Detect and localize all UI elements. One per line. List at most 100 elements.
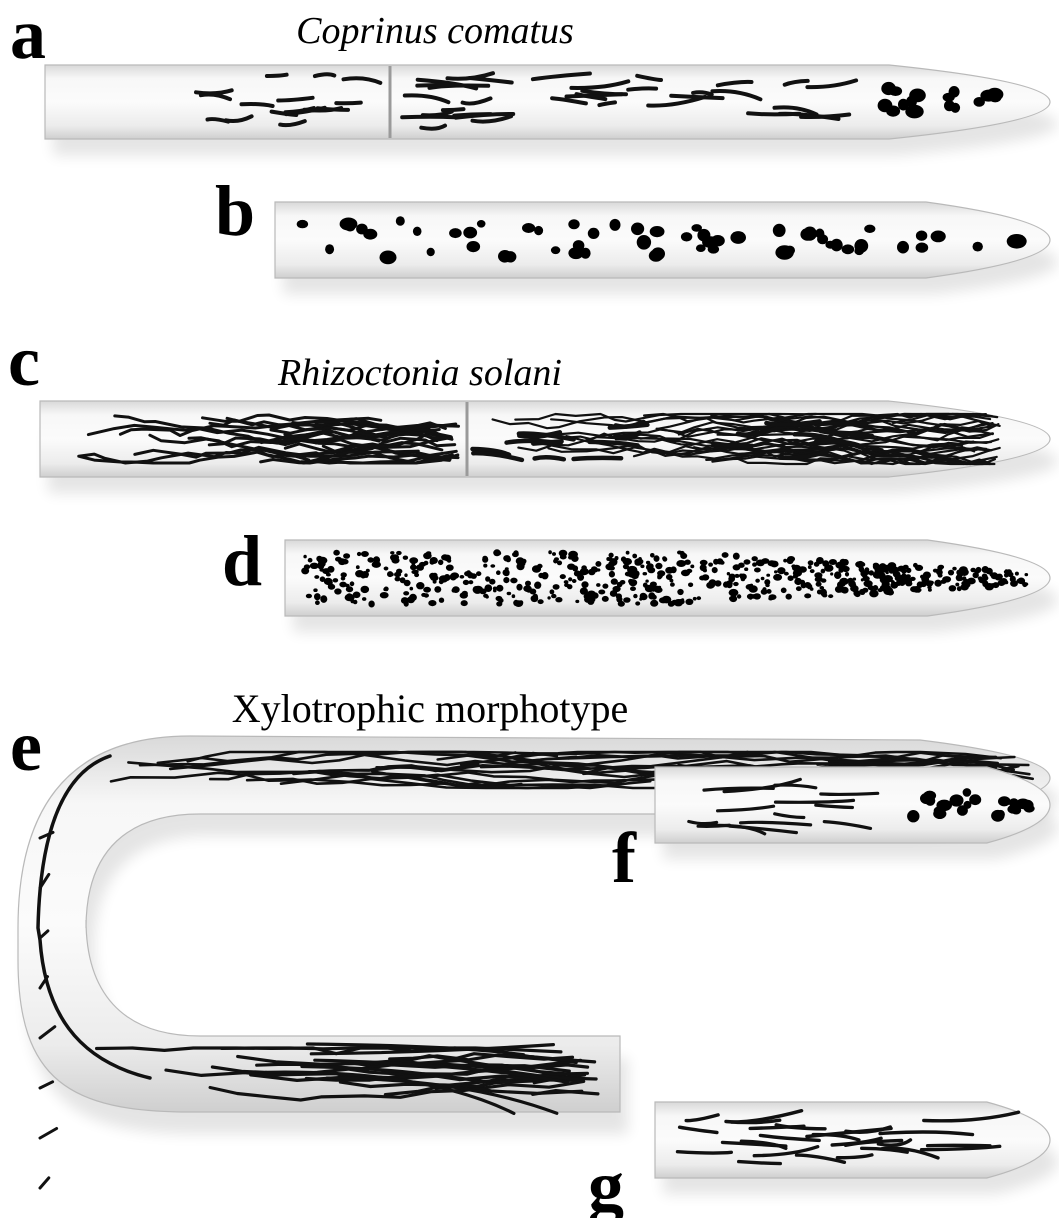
granule-d bbox=[739, 574, 743, 578]
granule-d bbox=[553, 584, 560, 590]
granule-d bbox=[1017, 579, 1022, 583]
granule-d bbox=[441, 554, 449, 560]
granule-d bbox=[303, 555, 306, 559]
granule-d bbox=[855, 592, 861, 597]
granule-f bbox=[920, 793, 934, 804]
granule-d bbox=[626, 551, 630, 555]
granule-d bbox=[506, 557, 511, 563]
granule-b bbox=[467, 241, 481, 252]
title-coprinus-comatus: Coprinus comatus bbox=[296, 10, 574, 52]
granule-d bbox=[674, 599, 683, 606]
hypha-e-branch bbox=[40, 1129, 57, 1139]
granule-d bbox=[754, 568, 761, 573]
granule-d bbox=[356, 565, 360, 569]
granule-d bbox=[1004, 570, 1009, 574]
granule-d bbox=[768, 560, 777, 566]
granule-d bbox=[473, 586, 480, 593]
granule-b bbox=[775, 245, 793, 260]
granule-d bbox=[1025, 573, 1029, 576]
granule-d bbox=[628, 571, 637, 578]
granule-d bbox=[722, 552, 729, 558]
granule-d bbox=[531, 595, 539, 602]
hypha-g bbox=[678, 1152, 732, 1153]
panel-label-a: a bbox=[10, 0, 46, 74]
granule-d bbox=[869, 590, 878, 598]
granule-b bbox=[568, 247, 583, 259]
granule-b bbox=[631, 223, 644, 236]
granule-b bbox=[588, 228, 600, 239]
granule-d bbox=[550, 589, 555, 594]
granule-d bbox=[768, 597, 773, 601]
granule-d bbox=[350, 599, 354, 603]
granule-d bbox=[452, 586, 460, 593]
granule-d bbox=[513, 550, 518, 556]
granule-b bbox=[730, 231, 746, 244]
granule-d bbox=[633, 594, 637, 598]
granule-d bbox=[428, 600, 436, 606]
granule-d bbox=[657, 570, 665, 576]
granule-d bbox=[538, 599, 544, 604]
granule-d bbox=[723, 581, 729, 587]
granule-b bbox=[916, 231, 927, 241]
granule-f bbox=[963, 788, 972, 797]
granule-d bbox=[766, 574, 770, 577]
granule-d bbox=[755, 579, 760, 583]
granule-d bbox=[815, 577, 821, 582]
granule-d bbox=[423, 587, 431, 593]
granule-d bbox=[384, 587, 389, 592]
hypha-f bbox=[776, 800, 854, 802]
granule-d bbox=[433, 580, 437, 584]
panel-label-d: d bbox=[222, 521, 262, 601]
granule-d bbox=[651, 595, 656, 600]
granule-b bbox=[477, 220, 486, 228]
tube-b bbox=[275, 202, 1058, 294]
granule-b bbox=[463, 227, 477, 239]
granule-d bbox=[334, 588, 341, 594]
granule-d bbox=[547, 596, 550, 599]
hypha-a bbox=[454, 114, 491, 116]
granule-d bbox=[749, 596, 752, 600]
granule-d bbox=[390, 555, 396, 561]
granule-d bbox=[883, 575, 893, 583]
tube-g bbox=[655, 1102, 1058, 1194]
granule-d bbox=[821, 578, 827, 582]
hypha-a bbox=[336, 103, 361, 104]
granule-d bbox=[564, 583, 569, 587]
hypha-a bbox=[671, 96, 722, 98]
granule-b bbox=[897, 241, 909, 254]
granule-d bbox=[335, 557, 342, 562]
granule-d bbox=[333, 550, 340, 556]
granule-d bbox=[602, 584, 608, 589]
granule-b bbox=[681, 232, 692, 241]
hypha-a bbox=[693, 92, 712, 94]
granule-d bbox=[306, 594, 312, 599]
granule-a bbox=[986, 88, 1003, 101]
granule-b bbox=[534, 226, 543, 235]
granule-d bbox=[629, 579, 637, 586]
granule-b bbox=[413, 227, 422, 236]
granule-d bbox=[632, 554, 637, 559]
granule-d bbox=[598, 590, 605, 595]
granule-d bbox=[559, 550, 568, 557]
granule-d bbox=[952, 567, 956, 571]
granule-d bbox=[990, 583, 996, 588]
granule-d bbox=[390, 551, 394, 554]
granule-d bbox=[864, 570, 870, 575]
granule-d bbox=[341, 577, 346, 581]
granule-d bbox=[753, 593, 761, 599]
granule-d bbox=[910, 586, 918, 592]
granule-d bbox=[591, 566, 597, 571]
tube-f-body bbox=[655, 767, 1050, 843]
granule-d bbox=[450, 573, 457, 580]
tube-d bbox=[285, 540, 1058, 632]
granule-a bbox=[974, 97, 985, 107]
hypha-c-thick bbox=[535, 457, 564, 459]
granule-d bbox=[949, 585, 957, 591]
granule-d bbox=[395, 577, 401, 582]
granule-d bbox=[396, 551, 402, 555]
granule-d bbox=[403, 556, 408, 560]
granule-d bbox=[609, 566, 615, 571]
granule-b bbox=[864, 225, 875, 233]
granule-d bbox=[923, 572, 931, 579]
granule-b bbox=[610, 219, 621, 231]
